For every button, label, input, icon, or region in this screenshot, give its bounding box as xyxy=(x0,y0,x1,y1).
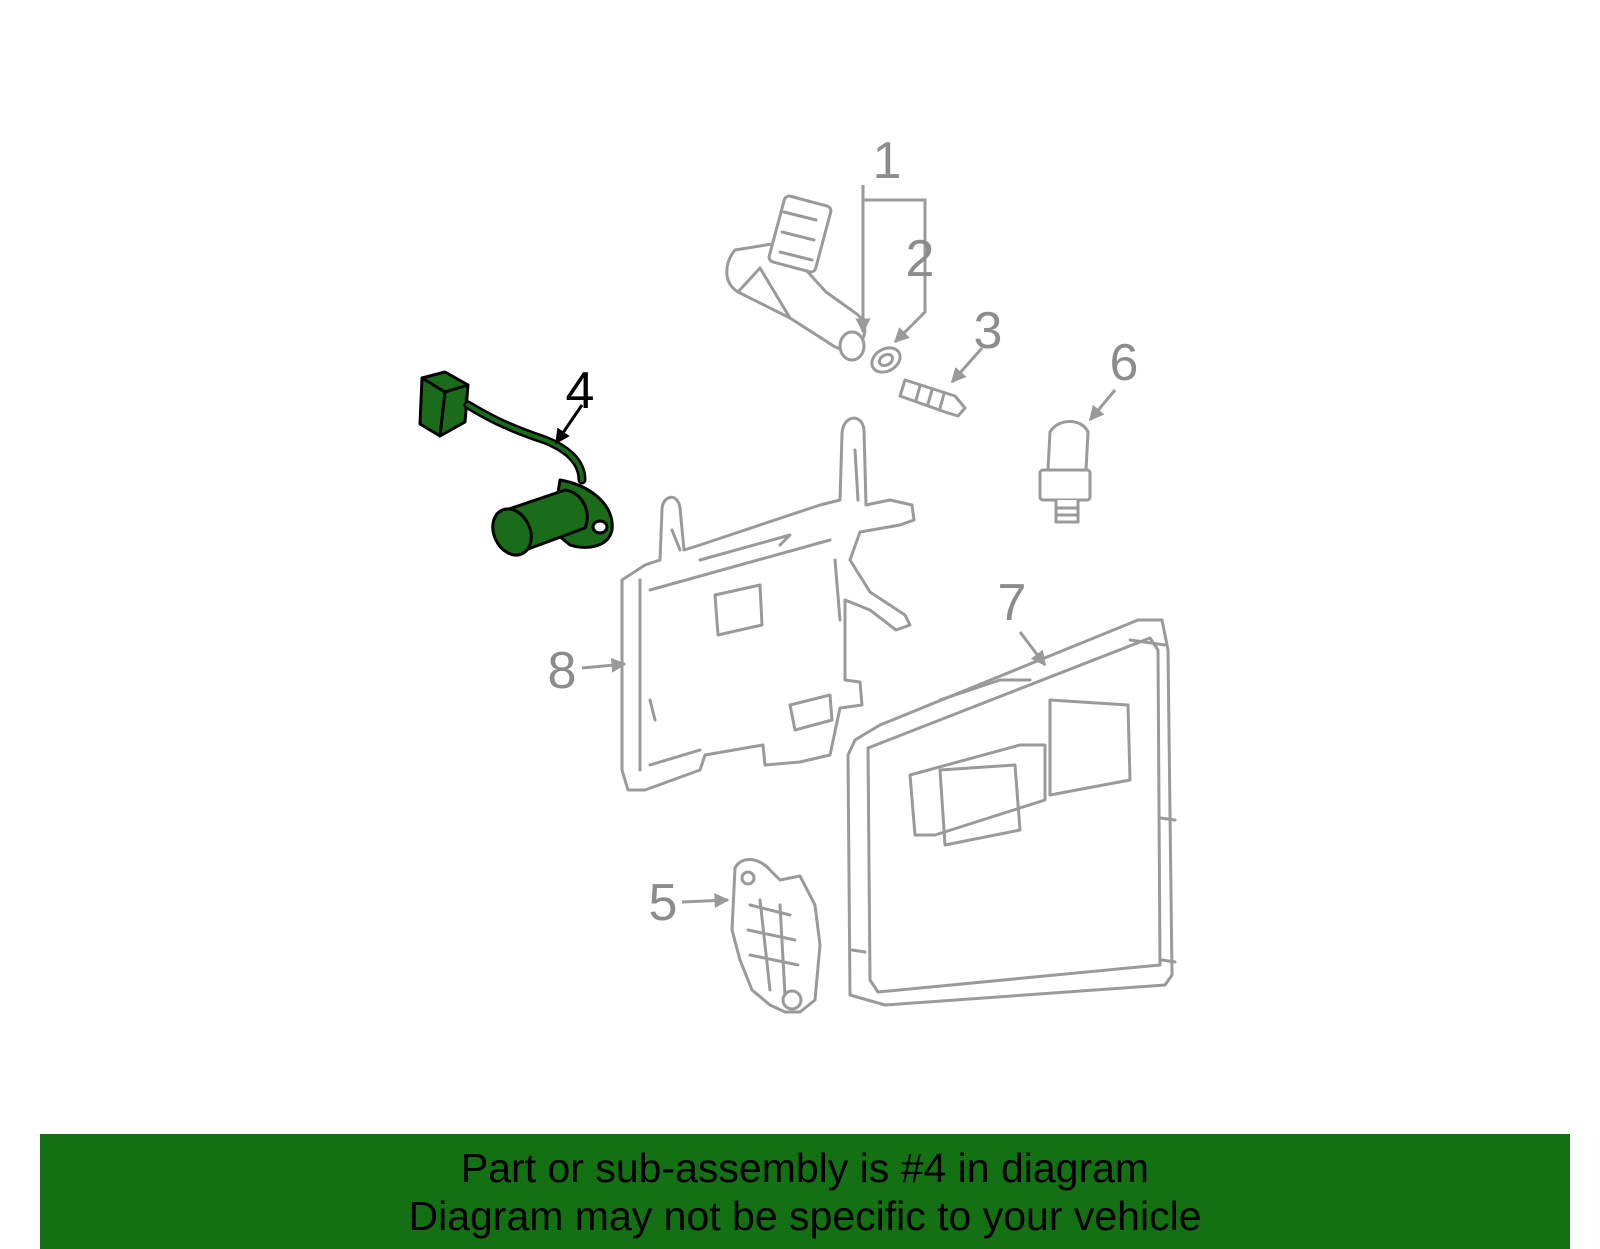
part-spark-plug[interactable] xyxy=(898,378,967,418)
callout-2: 2 xyxy=(906,230,935,288)
part-engine-control-module[interactable] xyxy=(846,618,1177,1007)
callout-1: 1 xyxy=(873,132,902,190)
callout-3: 3 xyxy=(974,302,1003,360)
part-ignition-coil[interactable] xyxy=(725,194,867,362)
banner-line-part: Part or sub-assembly is #4 in diagram xyxy=(460,1144,1150,1191)
part-knock-sensor[interactable] xyxy=(1038,420,1092,524)
callout-7: 7 xyxy=(998,574,1027,632)
callout-5: 5 xyxy=(649,874,678,932)
banner-line-disclaimer: Diagram may not be specific to your vehi… xyxy=(408,1192,1202,1239)
part-o-ring[interactable] xyxy=(868,343,905,377)
callout-8: 8 xyxy=(548,642,577,700)
part-camshaft-sensor-highlighted[interactable] xyxy=(418,370,614,561)
callout-4: 4 xyxy=(566,362,595,420)
part-bracket-cover[interactable] xyxy=(730,858,822,1014)
part-mounting-bracket[interactable] xyxy=(620,416,916,792)
callout-6: 6 xyxy=(1110,334,1139,392)
parts-diagram: 1 2 3 4 5 6 7 8 xyxy=(418,132,1177,1014)
info-banner: Part or sub-assembly is #4 in diagram Di… xyxy=(40,1134,1570,1249)
